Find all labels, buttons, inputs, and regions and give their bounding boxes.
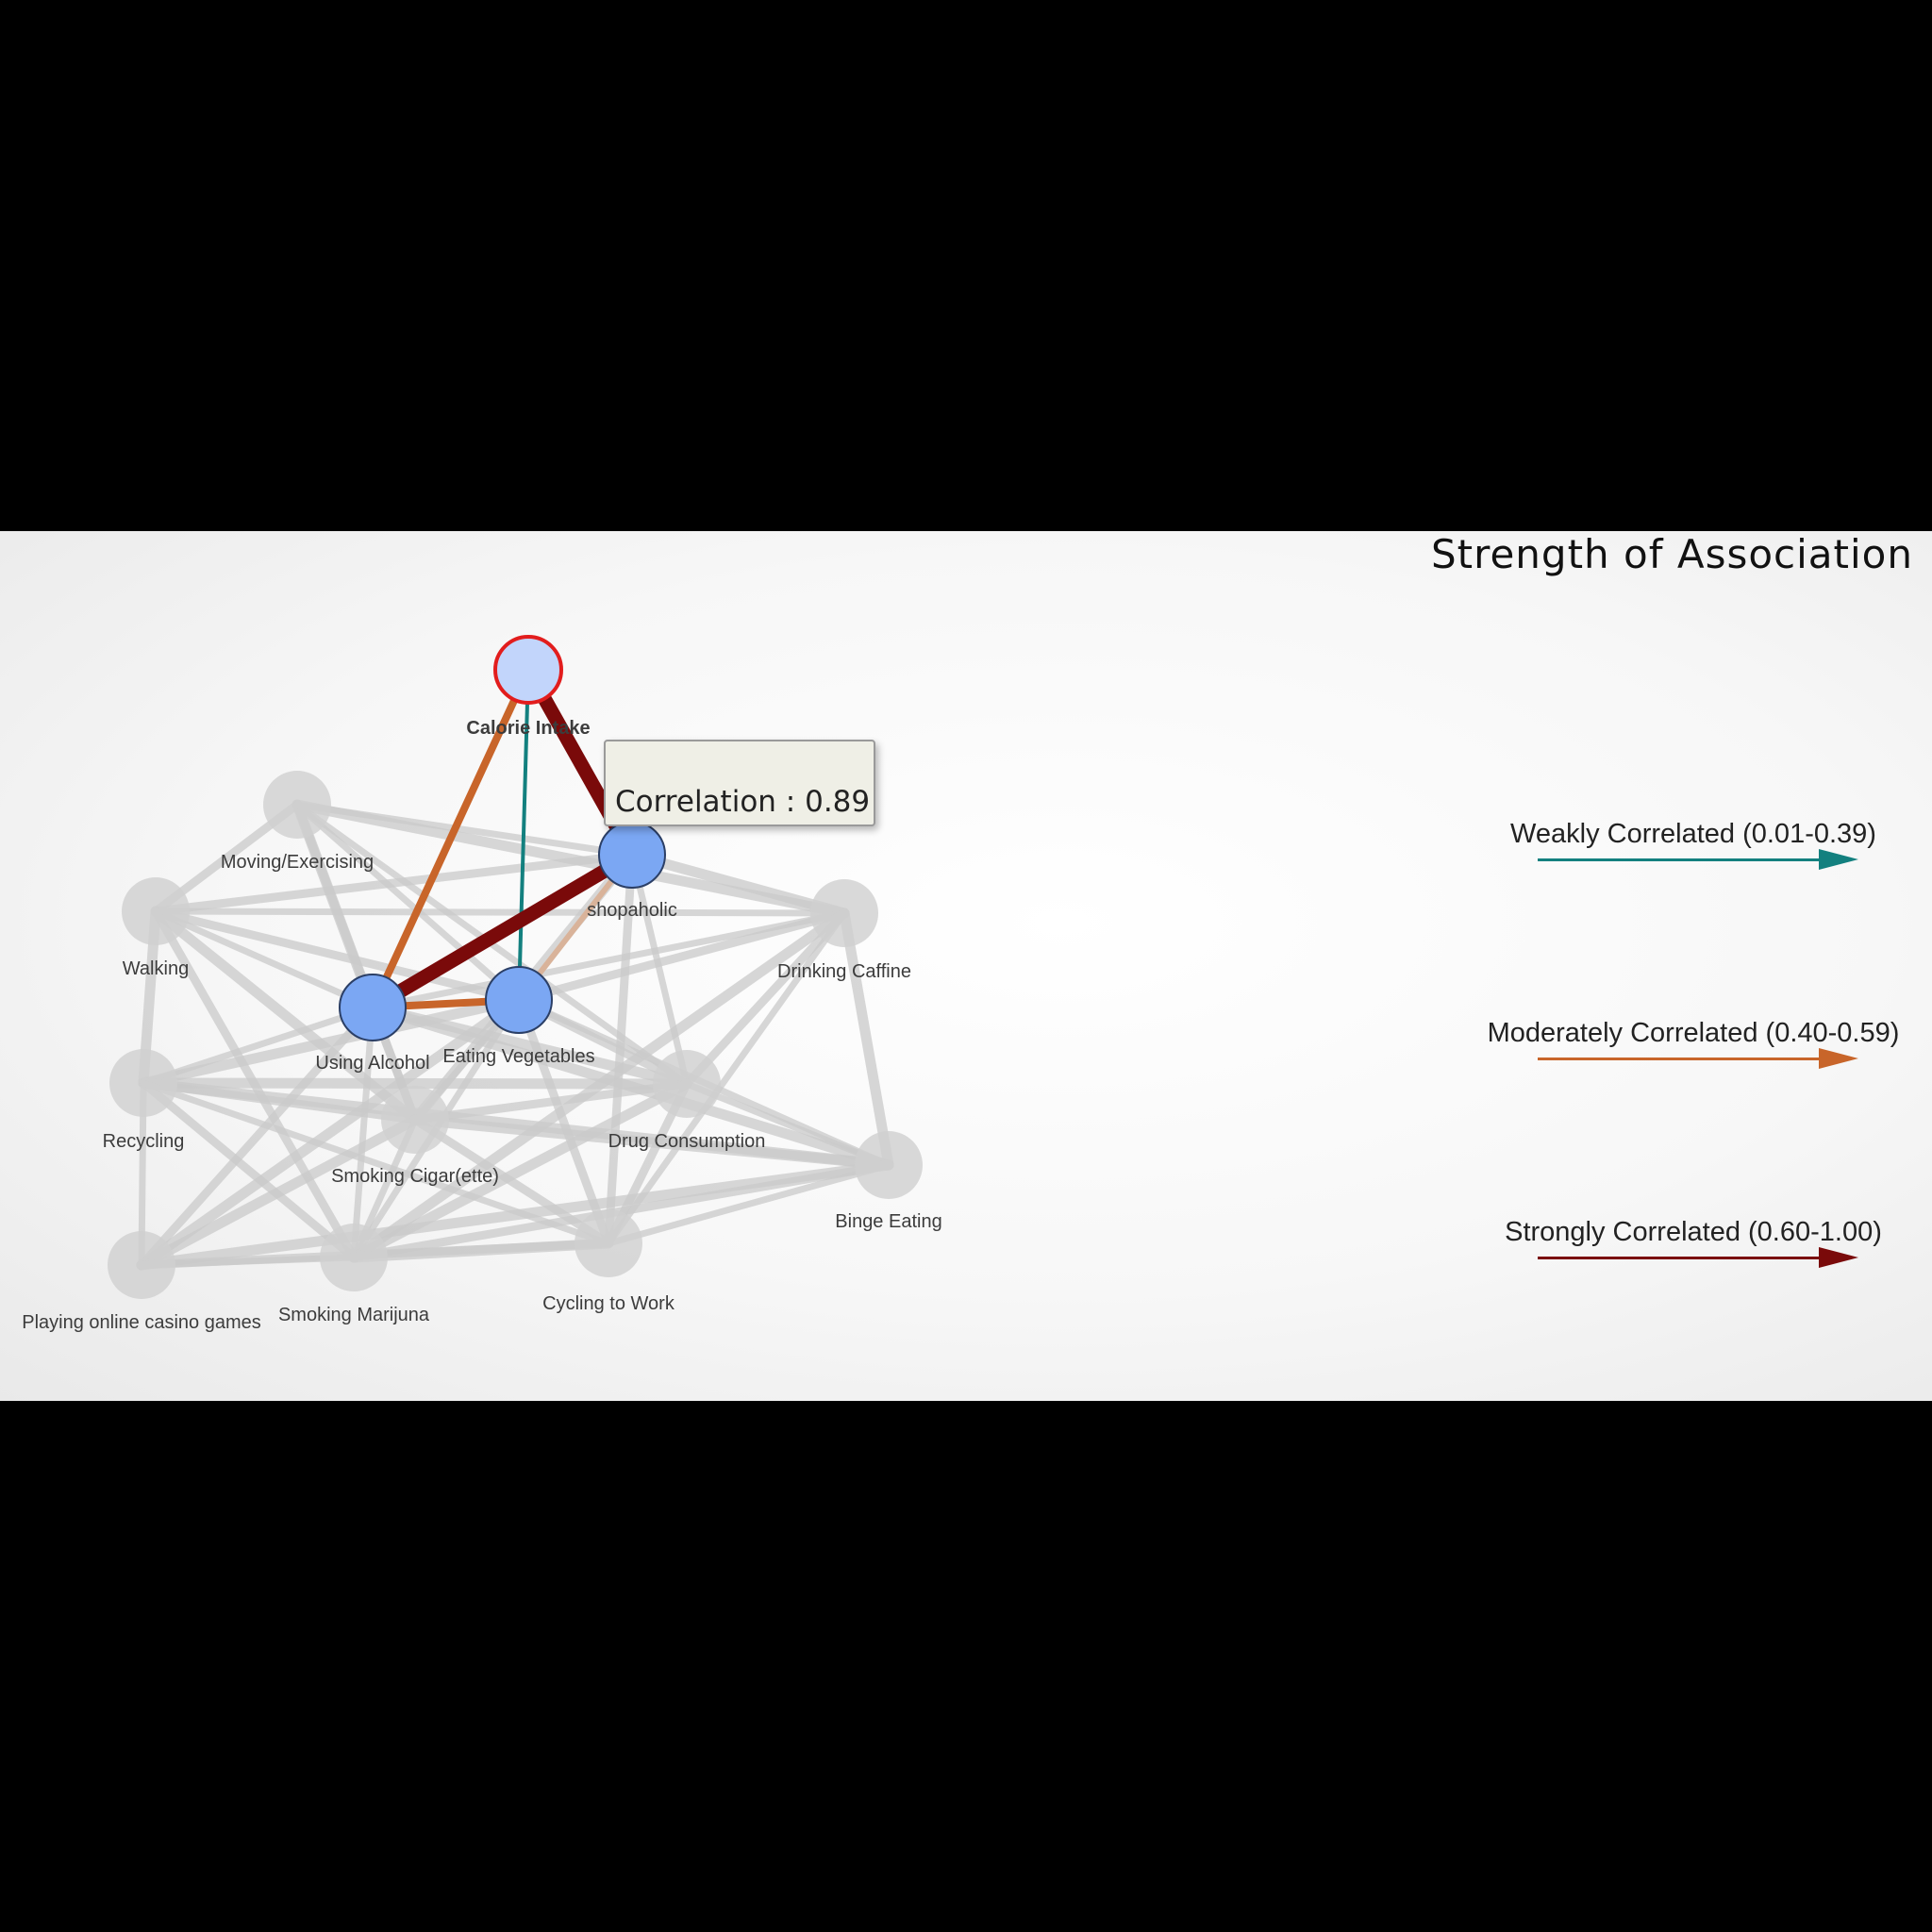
faded-edge [136,1159,894,1271]
legend-item-weak: Weakly Correlated (0.01-0.39) [1472,819,1915,875]
faded-edge [605,1161,892,1247]
node-cigar[interactable] [381,1086,449,1154]
node-label-binge: Binge Eating [835,1211,941,1232]
faded-edge [138,994,525,1089]
node-shop[interactable] [598,821,666,889]
node-label-calorie: Calorie Intake [466,718,590,739]
legend-label-moderate: Moderately Correlated (0.40-0.59) [1487,1018,1900,1048]
node-label-marijuana: Smoking Marijuna [278,1305,430,1325]
node-label-walking: Walking [123,958,189,979]
faded-edge [410,1079,691,1124]
legend-arrow-icon [1819,1048,1858,1069]
faded-edge [628,851,691,1088]
legend-label-strong: Strongly Correlated (0.60-1.00) [1505,1217,1882,1247]
node-walking[interactable] [122,877,190,945]
faded-edge [293,801,523,1004]
node-label-caffeine: Drinking Caffine [777,961,911,982]
legend-item-moderate: Moderately Correlated (0.40-0.59) [1472,1018,1915,1074]
node-label-shop: shopaholic [587,900,677,921]
node-label-alcohol: Using Alcohol [315,1053,429,1074]
faded-edge [138,1077,692,1090]
node-label-recycling: Recycling [103,1131,185,1152]
faded-nodes-layer [108,771,923,1299]
legend-arrow-icon [1819,849,1858,870]
node-veg[interactable] [485,966,553,1034]
faded-edge [136,1114,421,1271]
node-label-drug: Drug Consumption [608,1131,766,1152]
edge-alcohol-shop[interactable] [369,848,636,1014]
faded-edge [605,909,848,1247]
node-moving[interactable] [263,771,331,839]
legend-item-strong: Strongly Correlated (0.60-1.00) [1472,1217,1915,1274]
node-label-moving: Moving/Exercising [221,852,374,873]
legend-line-weak [1538,858,1840,861]
legend-arrow-icon [1819,1247,1858,1268]
faded-edge [369,909,848,1011]
faded-edge [151,907,524,1005]
faded-edge [626,849,850,919]
node-label-cigar: Smoking Cigar(ette) [331,1166,499,1187]
node-label-casino: Playing online casino games [22,1312,261,1333]
faded-edge [839,908,894,1171]
faded-edge [348,1238,614,1263]
node-label-cycling: Cycling to Work [542,1293,675,1314]
node-caffeine[interactable] [810,879,878,947]
node-casino[interactable] [108,1231,175,1299]
tooltip-text: Correlation : 0.89 [615,785,871,819]
node-calorie[interactable] [493,635,563,705]
node-recycling[interactable] [109,1049,177,1117]
node-alcohol[interactable] [339,974,407,1041]
faded-edge [152,908,376,1011]
faded-edge [682,908,849,1089]
faded-edges-layer [136,799,894,1271]
chart-title: Strength of Association [1430,531,1913,577]
node-binge[interactable] [855,1131,923,1199]
node-label-veg: Eating Vegetables [442,1046,594,1067]
node-marijuana[interactable] [320,1224,388,1291]
node-cycling[interactable] [575,1209,642,1277]
faded-edge [136,994,525,1271]
faded-edge [152,908,848,917]
faded-edge [139,1078,358,1262]
faded-edge [409,1114,894,1171]
node-drug[interactable] [653,1050,721,1118]
legend-line-strong [1538,1257,1840,1259]
faded-edge [350,1004,376,1261]
faded-edge [137,1003,377,1270]
correlation-tooltip: Correlation : 0.89 [604,740,875,826]
legend-line-moderate [1538,1058,1840,1060]
faded-edge [151,850,637,916]
legend-label-weak: Weakly Correlated (0.01-0.39) [1510,819,1876,849]
edge-calorie-alcohol[interactable] [369,668,532,1009]
faded-edge [514,908,849,1005]
highlighted-nodes-layer [339,635,666,1041]
edge-calorie-veg[interactable] [517,669,530,1001]
faded-edge [683,1080,892,1169]
